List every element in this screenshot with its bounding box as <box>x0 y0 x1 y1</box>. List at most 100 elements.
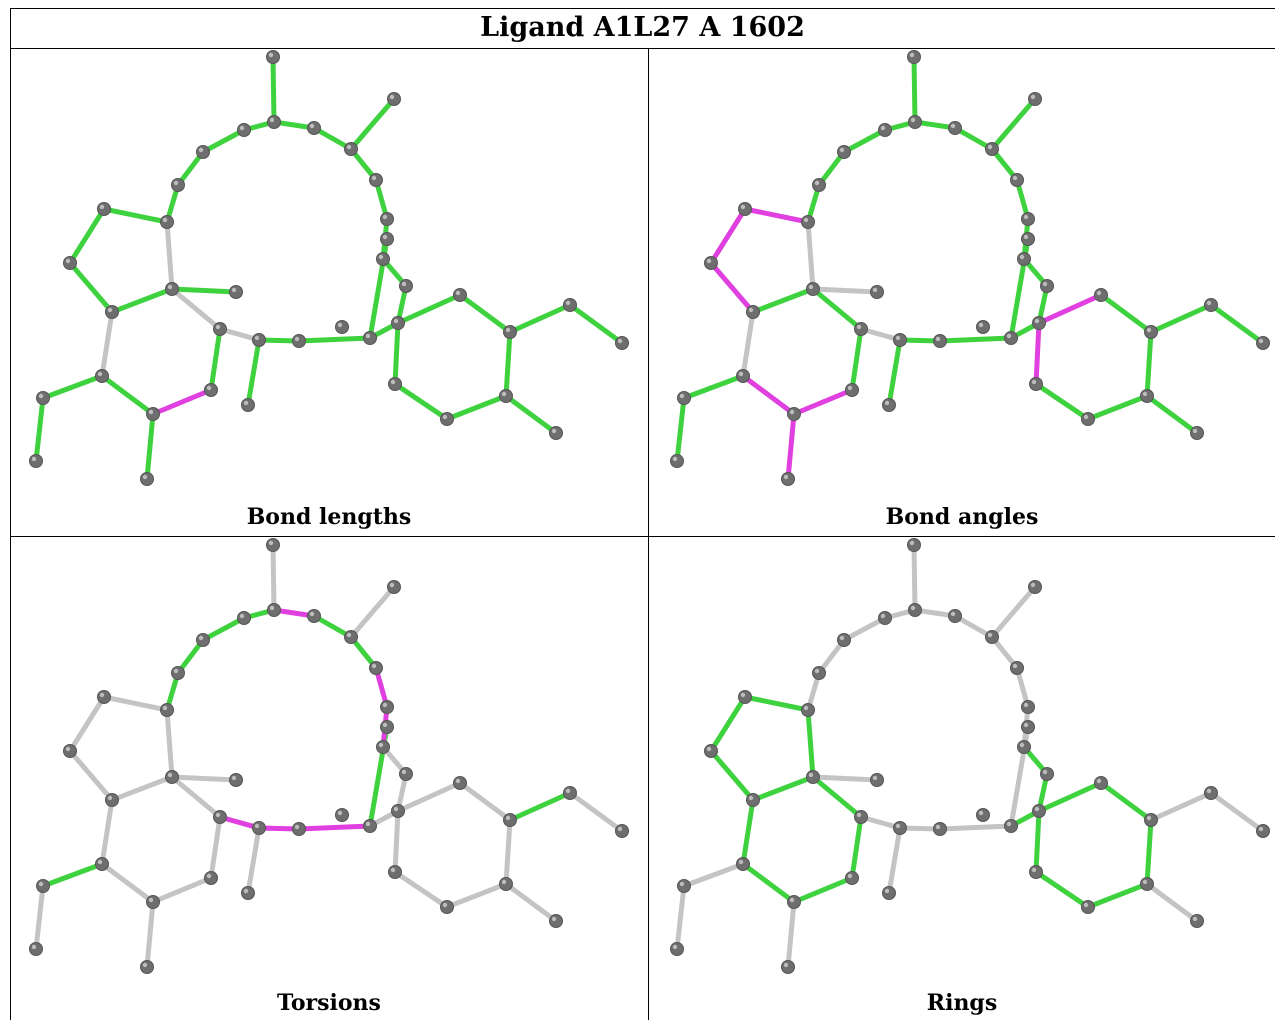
bond-bond-angles <box>740 309 756 379</box>
bond-bond-lengths <box>395 292 463 326</box>
atom-bond-lengths <box>95 369 109 383</box>
bond-torsions <box>457 780 513 823</box>
atom-rings <box>1021 720 1035 734</box>
atom-highlight <box>382 702 388 708</box>
atom-highlight <box>268 52 274 58</box>
atom-highlight <box>935 336 941 342</box>
bond-torsions <box>40 861 105 889</box>
atom-bond-lengths <box>229 285 243 299</box>
atom-highlight <box>239 125 245 131</box>
bond-rings <box>1208 790 1266 834</box>
atom-highlight <box>1206 300 1212 306</box>
atom-highlight <box>382 214 388 220</box>
atom-highlight <box>706 258 712 264</box>
atom-highlight <box>167 284 173 290</box>
atom-highlight <box>162 217 168 223</box>
atom-rings <box>1021 700 1035 714</box>
atom-highlight <box>803 217 809 223</box>
caption-rings: Rings <box>926 990 998 1016</box>
bond-torsions <box>169 774 239 783</box>
atom-highlight <box>884 888 890 894</box>
bond-bond-lengths <box>200 127 247 155</box>
atom-bond-angles <box>845 383 859 397</box>
atom-highlight <box>803 705 809 711</box>
atom-highlight <box>378 742 384 748</box>
atom-highlight <box>65 746 71 752</box>
atom-highlight <box>1083 414 1089 420</box>
atom-highlight <box>294 824 300 830</box>
atom-bond-lengths <box>376 252 390 266</box>
bond-bond-lengths <box>67 206 107 266</box>
atom-bond-angles <box>1010 173 1024 187</box>
bond-torsions <box>296 823 373 832</box>
atom-bond-lengths <box>267 115 281 129</box>
atom-highlight <box>706 746 712 752</box>
atom-highlight <box>107 307 113 313</box>
atom-highlight <box>1006 333 1012 339</box>
bond-bond-angles <box>937 335 1014 344</box>
table-frame <box>10 8 1275 1020</box>
atom-highlight <box>501 391 507 397</box>
column-divider <box>648 48 649 1020</box>
bond-bond-lengths <box>444 393 509 422</box>
bond-bond-lengths <box>101 206 170 225</box>
atom-bond-lengths <box>266 50 280 64</box>
atom-highlight <box>808 772 814 778</box>
atom-bond-angles <box>933 334 947 348</box>
atom-highlight <box>1083 902 1089 908</box>
atom-highlight <box>872 775 878 781</box>
atom-highlight <box>99 204 105 210</box>
atom-rings <box>736 857 750 871</box>
bond-torsions <box>503 881 559 924</box>
atom-highlight <box>950 123 956 129</box>
atom-bond-lengths <box>241 398 255 412</box>
atom-highlight <box>1258 338 1264 344</box>
atom-bond-angles <box>1004 331 1018 345</box>
bond-bond-angles <box>785 411 797 482</box>
atom-highlight <box>1012 175 1018 181</box>
atom-bond-lengths <box>160 215 174 229</box>
atom-highlight <box>1031 867 1037 873</box>
atom-bond-angles <box>908 115 922 129</box>
bond-torsions <box>109 774 175 803</box>
bond-torsions <box>392 869 450 910</box>
atom-highlight <box>1042 281 1048 287</box>
bond-bond-angles <box>1144 393 1200 436</box>
atom-torsions <box>380 700 394 714</box>
atom-torsions <box>97 690 111 704</box>
bond-bond-lengths <box>567 302 625 346</box>
bond-bond-lengths <box>33 395 46 464</box>
panel-bond-lengths: Bond lengths <box>10 49 648 536</box>
bond-bond-angles <box>849 326 864 393</box>
atom-highlight <box>99 692 105 698</box>
atom-highlight <box>215 812 221 818</box>
bond-torsions <box>444 881 509 910</box>
atom-highlight <box>872 287 878 293</box>
bond-bond-lengths <box>109 286 175 315</box>
atom-highlight <box>1019 254 1025 260</box>
atom-bond-lengths <box>97 202 111 216</box>
bond-bond-lengths <box>67 260 115 315</box>
bond-torsions <box>348 584 397 640</box>
bond-bond-lengths <box>164 219 175 292</box>
bond-torsions <box>395 780 463 814</box>
atom-bond-lengths <box>503 325 517 339</box>
atom-highlight <box>337 810 343 816</box>
bond-rings <box>937 823 1014 832</box>
atom-highlight <box>382 722 388 728</box>
atom-highlight <box>239 613 245 619</box>
atom-highlight <box>1206 788 1212 794</box>
atom-bond-lengths <box>29 454 43 468</box>
bond-rings <box>1148 790 1214 823</box>
atom-highlight <box>909 540 915 546</box>
atom-highlight <box>268 540 274 546</box>
bond-bond-lengths <box>392 320 401 387</box>
bond-rings <box>740 797 756 867</box>
atom-bond-angles <box>1144 325 1158 339</box>
atom-rings <box>746 793 760 807</box>
atom-highlight <box>107 795 113 801</box>
atom-torsions <box>165 770 179 784</box>
atom-highlight <box>895 823 901 829</box>
atom-torsions <box>369 661 383 675</box>
atom-highlight <box>738 859 744 865</box>
